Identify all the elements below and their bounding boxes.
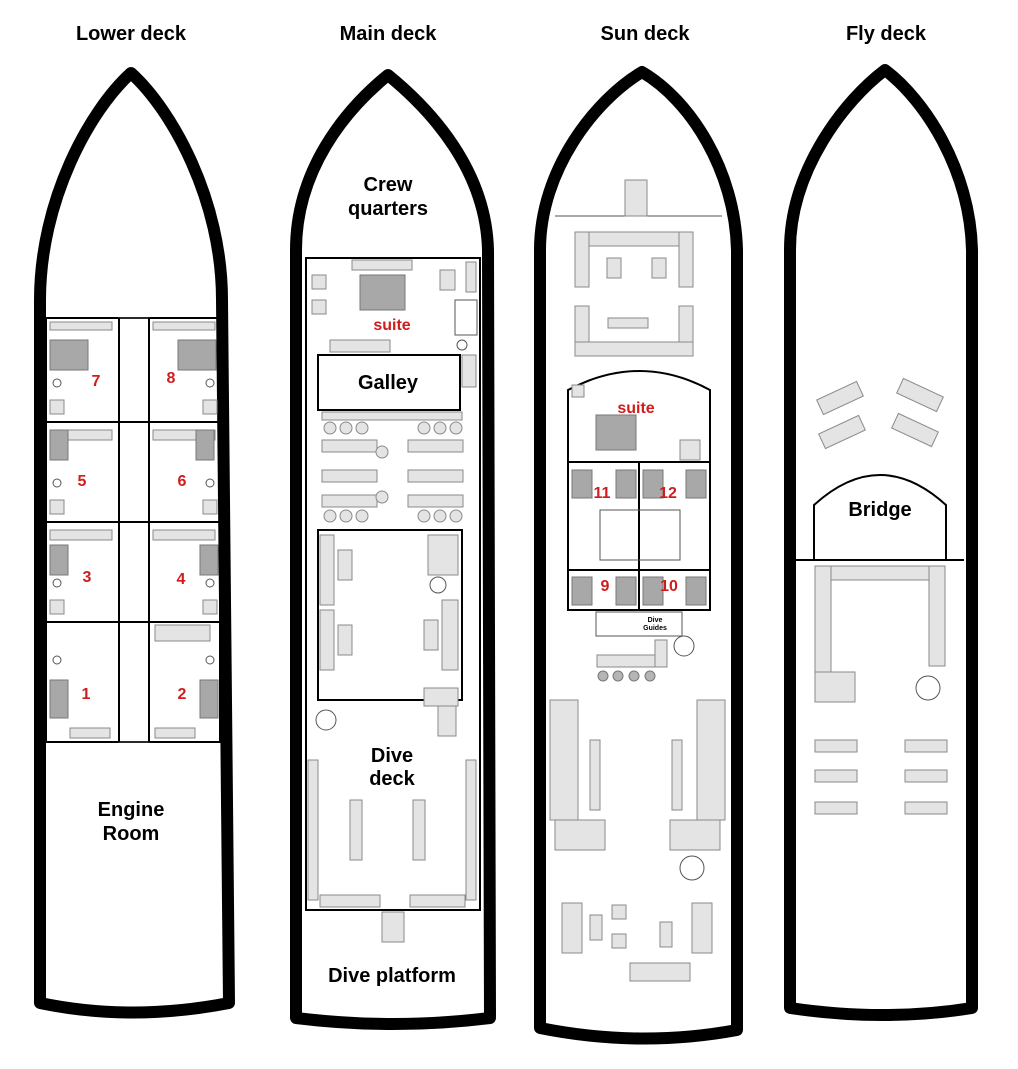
main-suite-label: suite (373, 317, 410, 334)
sun-suite-label: suite (617, 400, 654, 417)
main-deck-hull (290, 69, 496, 1030)
dive-platform-label: Dive platform (328, 965, 456, 987)
dive-deck-label: deck (369, 768, 415, 790)
fly-deck-interior (796, 377, 964, 815)
dive-guides-label: Guides (643, 625, 667, 632)
cabin-label: 1 (82, 686, 91, 703)
cabin-label: 7 (92, 373, 101, 390)
cabin-label: 2 (178, 686, 187, 703)
sun-deck-title: Sun deck (601, 23, 691, 45)
engine-room-label: Engine (98, 799, 165, 821)
lower-deck-title: Lower deck (76, 23, 187, 45)
cabin-label: 12 (659, 485, 677, 502)
cabin-label: 6 (178, 473, 187, 490)
engine-room-label: Room (103, 823, 160, 845)
sun-deck-interior (549, 179, 726, 982)
dive-guides-label: Dive (648, 617, 663, 624)
main-deck-title: Main deck (340, 23, 438, 45)
lower-deck-cabins (45, 317, 221, 743)
fly-deck-hull (784, 64, 978, 1021)
cabin-label: 5 (78, 473, 87, 490)
dive-deck-label: Dive (371, 745, 413, 767)
cabin-label: 8 (167, 370, 176, 387)
lower-deck-hull (34, 67, 235, 1019)
galley-label: Galley (358, 372, 419, 394)
main-deck-interior (305, 257, 481, 943)
bridge-label: Bridge (848, 499, 911, 521)
cabin-label: 10 (660, 578, 678, 595)
crew-quarters-label: quarters (348, 198, 428, 220)
cabin-label: 3 (83, 569, 92, 586)
cabin-label: 9 (601, 578, 610, 595)
crew-quarters-label: Crew (364, 174, 413, 196)
fly-deck-title: Fly deck (846, 23, 927, 45)
cabin-label: 11 (594, 485, 611, 502)
cabin-label: 4 (177, 571, 186, 588)
